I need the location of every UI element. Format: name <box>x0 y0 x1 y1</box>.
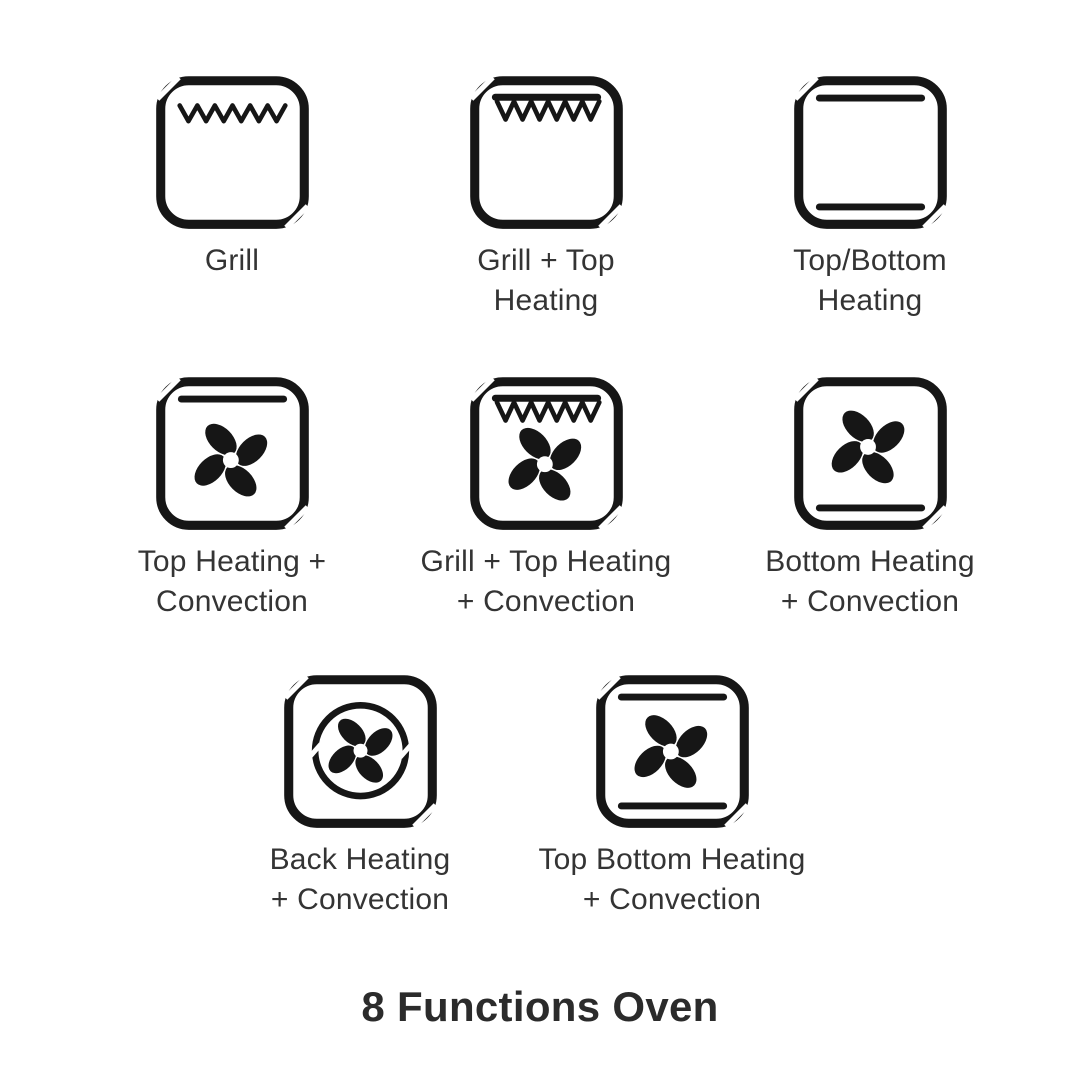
function-label-grill-top-heating-convection: Grill + Top Heating + Convection <box>420 545 672 618</box>
function-label-top-bottom-heating: Top/Bottom Heating <box>793 244 947 317</box>
function-label-grill: Grill <box>204 244 260 277</box>
function-cell-grill: Grill <box>67 70 397 281</box>
function-label-top-bottom-heating-convection: Top Bottom Heating + Convection <box>538 843 806 916</box>
function-cell-bottom-heating-convection: Bottom Heating + Convection <box>705 371 1035 622</box>
top-bottom-heating-convection-icon <box>590 669 755 834</box>
function-label-back-heating-convection: Back Heating + Convection <box>269 843 451 916</box>
page-title: 8 Functions Oven <box>361 983 719 1030</box>
grill-icon <box>150 70 315 235</box>
function-cell-grill-top-heating-convection: Grill + Top Heating + Convection <box>381 371 711 622</box>
function-cell-top-heating-convection: Top Heating + Convection <box>67 371 397 622</box>
grill-top-heating-convection-icon <box>464 371 629 536</box>
function-cell-grill-top-heating: Grill + Top Heating <box>381 70 711 321</box>
bottom-heating-convection-icon <box>788 371 953 536</box>
function-label-top-heating-convection: Top Heating + Convection <box>137 545 327 618</box>
function-cell-back-heating-convection: Back Heating + Convection <box>195 669 525 920</box>
top-bottom-heating-icon <box>788 70 953 235</box>
grill-top-heating-icon <box>464 70 629 235</box>
function-label-bottom-heating-convection: Bottom Heating + Convection <box>765 545 975 618</box>
back-heating-convection-icon <box>278 669 443 834</box>
function-label-grill-top-heating: Grill + Top Heating <box>477 244 615 317</box>
function-cell-top-bottom-heating: Top/Bottom Heating <box>705 70 1035 321</box>
top-heating-convection-icon <box>150 371 315 536</box>
function-cell-top-bottom-heating-convection: Top Bottom Heating + Convection <box>507 669 837 920</box>
